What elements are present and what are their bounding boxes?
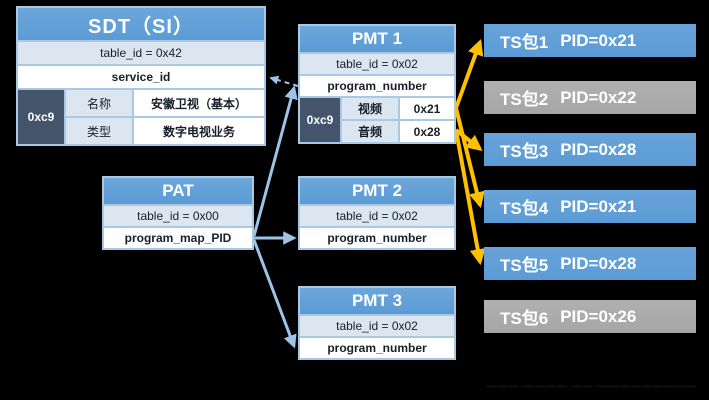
sdt-service-pid: 0xc9 [18, 90, 64, 144]
pmt1-table-id: table_id = 0x02 [300, 54, 454, 74]
sdt-field-label: 名称 [66, 90, 132, 116]
ts-packet-name: TS包5 [500, 256, 549, 275]
sdt-field-value: 安徽卫视（基本） [134, 90, 264, 116]
sdt-title: SDT（SI） [18, 8, 264, 40]
pmt1-video-pid: 0x21 [400, 98, 454, 119]
ts-packet-pid: PID=0x28 [560, 139, 637, 159]
ts-packet-6: TS包6 PID=0x26 [484, 300, 696, 333]
pmt1-audio-pid: 0x28 [400, 121, 454, 142]
ts-packet-name: TS包1 [500, 33, 549, 52]
pmt1-audio-to-ts3-arrow [454, 128, 483, 151]
sdt-field-value: 数字电视业务 [134, 118, 264, 144]
pmt1-video-to-ts1-arrow [454, 38, 484, 109]
pmt1-title: PMT 1 [300, 26, 454, 52]
pmt1-video-to-ts4-arrow [454, 107, 485, 209]
pmt1-to-sdt-serviceid-arrow [269, 75, 299, 87]
sdt-service-id: service_id [18, 66, 264, 88]
ts-packet-pid: PID=0x21 [560, 196, 637, 216]
pat-table: PAT table_id = 0x00 program_map_PID [102, 176, 254, 250]
pmt2-table: PMT 2 table_id = 0x02 program_number [298, 176, 456, 250]
sdt-service-detail: 0xc9 名称 安徽卫视（基本） 类型 数字电视业务 [18, 90, 264, 144]
pmt3-table: PMT 3 table_id = 0x02 program_number [298, 286, 456, 360]
sdt-table: SDT（SI） table_id = 0x42 service_id 0xc9 … [16, 6, 266, 146]
ts-packet-4: TS包4 PID=0x21 [484, 190, 696, 223]
watermark: ———·———— ——·————————— [486, 381, 697, 392]
pmt2-table-id: table_id = 0x02 [300, 206, 454, 226]
ts-packet-5: TS包5 PID=0x28 [484, 247, 696, 280]
ts-packet-pid: PID=0x26 [560, 306, 637, 326]
pat-title: PAT [104, 178, 252, 204]
sdt-field-label: 类型 [66, 118, 132, 144]
pmt1-stream-detail: 0xc9 视频 0x21 音频 0x28 [300, 98, 454, 142]
pat-table-id: table_id = 0x00 [104, 206, 252, 226]
pmt1-video-label: 视频 [342, 98, 398, 119]
pmt1-pid: 0xc9 [300, 98, 340, 142]
pmt3-table-id: table_id = 0x02 [300, 316, 454, 336]
pmt1-audio-to-ts5-arrow [454, 129, 486, 266]
pmt1-table: PMT 1 table_id = 0x02 program_number 0xc… [298, 24, 456, 144]
pmt3-title: PMT 3 [300, 288, 454, 314]
ts-packet-pid: PID=0x21 [560, 30, 637, 50]
ts-packet-1: TS包1 PID=0x21 [484, 24, 696, 57]
ts-packet-3: TS包3 PID=0x28 [484, 133, 696, 166]
pmt3-program-number: program_number [300, 338, 454, 358]
ts-packet-pid: PID=0x28 [560, 253, 637, 273]
ts-packet-pid: PID=0x22 [560, 87, 637, 107]
sdt-table-id: table_id = 0x42 [18, 42, 264, 64]
ts-packet-name: TS包6 [500, 309, 549, 328]
pat-to-pmt3-arrow [252, 239, 297, 349]
ts-packet-name: TS包2 [500, 90, 549, 109]
ts-packet-2: TS包2 PID=0x22 [484, 81, 696, 114]
pmt2-program-number: program_number [300, 228, 454, 248]
pmt1-program-number: program_number [300, 76, 454, 96]
pat-program-map-pid: program_map_PID [104, 228, 252, 248]
pmt2-title: PMT 2 [300, 178, 454, 204]
ts-packet-name: TS包3 [500, 142, 549, 161]
ts-packet-name: TS包4 [500, 199, 549, 218]
pmt1-audio-label: 音频 [342, 121, 398, 142]
